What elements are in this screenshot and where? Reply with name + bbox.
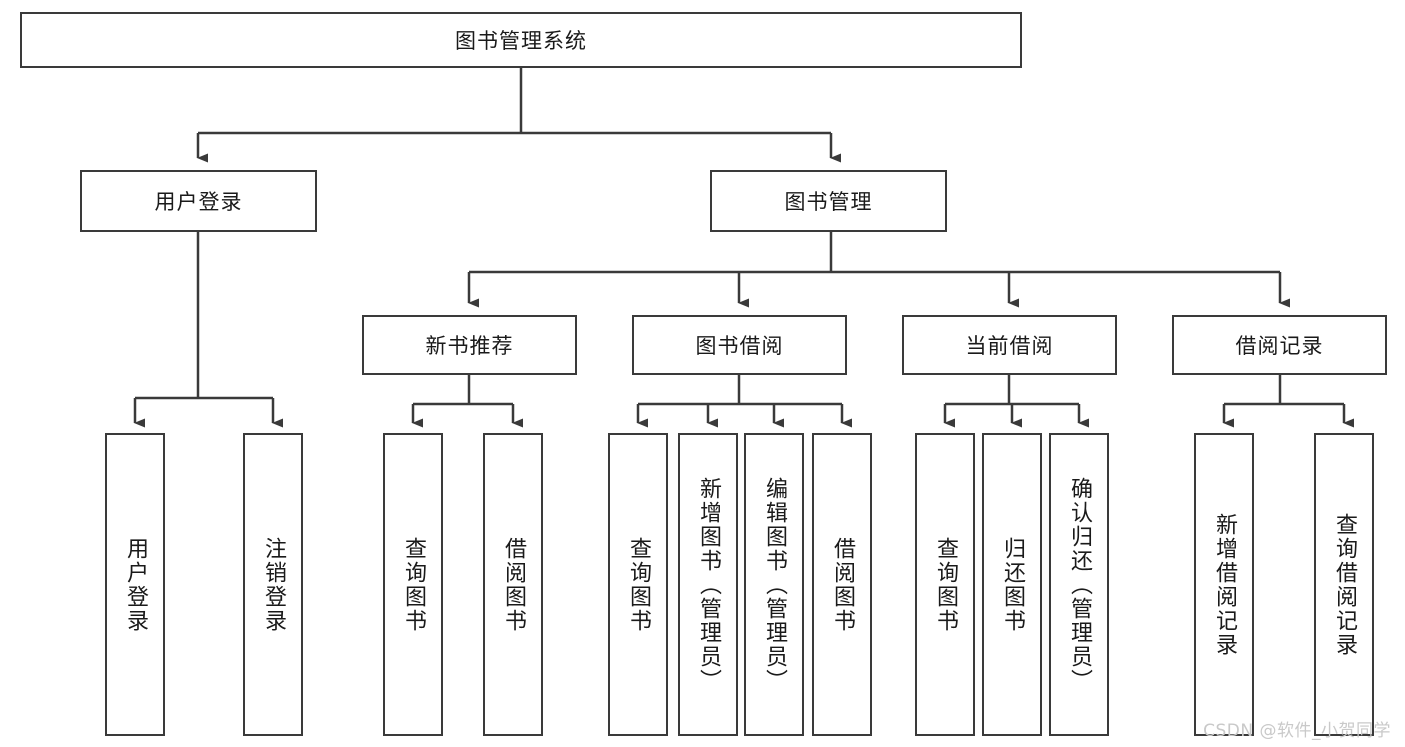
node-leaf-user-login-label: 用户登录 — [123, 536, 148, 633]
watermark: CSDN @软件_小贺同学 — [1203, 721, 1391, 741]
node-leaf-edit-book-label: 编辑图书（管理员） — [762, 476, 787, 693]
node-leaf-query-book-2[interactable]: 查询图书 — [608, 433, 668, 736]
node-leaf-query-book-1-label: 查询图书 — [401, 536, 426, 633]
node-leaf-return-book[interactable]: 归还图书 — [982, 433, 1042, 736]
node-root-label: 图书管理系统 — [455, 29, 587, 53]
node-leaf-query-book-1[interactable]: 查询图书 — [383, 433, 443, 736]
node-leaf-confirm-return[interactable]: 确认归还（管理员） — [1049, 433, 1109, 736]
node-leaf-logout-login-label: 注销登录 — [261, 536, 286, 633]
node-user-login[interactable]: 用户登录 — [80, 170, 317, 232]
node-leaf-add-book[interactable]: 新增图书（管理员） — [678, 433, 738, 736]
node-book-manage-label: 图书管理 — [784, 190, 873, 214]
node-leaf-add-record-label: 新增借阅记录 — [1212, 512, 1237, 657]
node-book-borrow[interactable]: 图书借阅 — [632, 315, 847, 375]
node-new-book-recommend-label: 新书推荐 — [425, 334, 514, 358]
node-leaf-query-record-label: 查询借阅记录 — [1332, 512, 1357, 657]
node-root[interactable]: 图书管理系统 — [20, 12, 1022, 68]
node-leaf-query-book-2-label: 查询图书 — [626, 536, 651, 633]
node-leaf-add-book-label: 新增图书（管理员） — [696, 476, 721, 693]
node-borrow-record-label: 借阅记录 — [1235, 334, 1324, 358]
node-current-borrow-label: 当前借阅 — [965, 334, 1054, 358]
node-leaf-borrow-book-2-label: 借阅图书 — [830, 536, 855, 633]
node-book-borrow-label: 图书借阅 — [695, 334, 784, 358]
node-leaf-confirm-return-label: 确认归还（管理员） — [1067, 476, 1092, 693]
node-leaf-user-login[interactable]: 用户登录 — [105, 433, 165, 736]
node-leaf-borrow-book-2[interactable]: 借阅图书 — [812, 433, 872, 736]
node-leaf-borrow-book-1[interactable]: 借阅图书 — [483, 433, 543, 736]
node-leaf-query-record[interactable]: 查询借阅记录 — [1314, 433, 1374, 736]
node-book-manage[interactable]: 图书管理 — [710, 170, 947, 232]
node-leaf-query-book-3-label: 查询图书 — [933, 536, 958, 633]
node-borrow-record[interactable]: 借阅记录 — [1172, 315, 1387, 375]
node-leaf-return-book-label: 归还图书 — [1000, 536, 1025, 633]
node-leaf-logout-login[interactable]: 注销登录 — [243, 433, 303, 736]
node-user-login-label: 用户登录 — [154, 190, 243, 214]
node-current-borrow[interactable]: 当前借阅 — [902, 315, 1117, 375]
node-leaf-query-book-3[interactable]: 查询图书 — [915, 433, 975, 736]
node-new-book-recommend[interactable]: 新书推荐 — [362, 315, 577, 375]
node-leaf-borrow-book-1-label: 借阅图书 — [501, 536, 526, 633]
node-leaf-edit-book[interactable]: 编辑图书（管理员） — [744, 433, 804, 736]
node-leaf-add-record[interactable]: 新增借阅记录 — [1194, 433, 1254, 736]
